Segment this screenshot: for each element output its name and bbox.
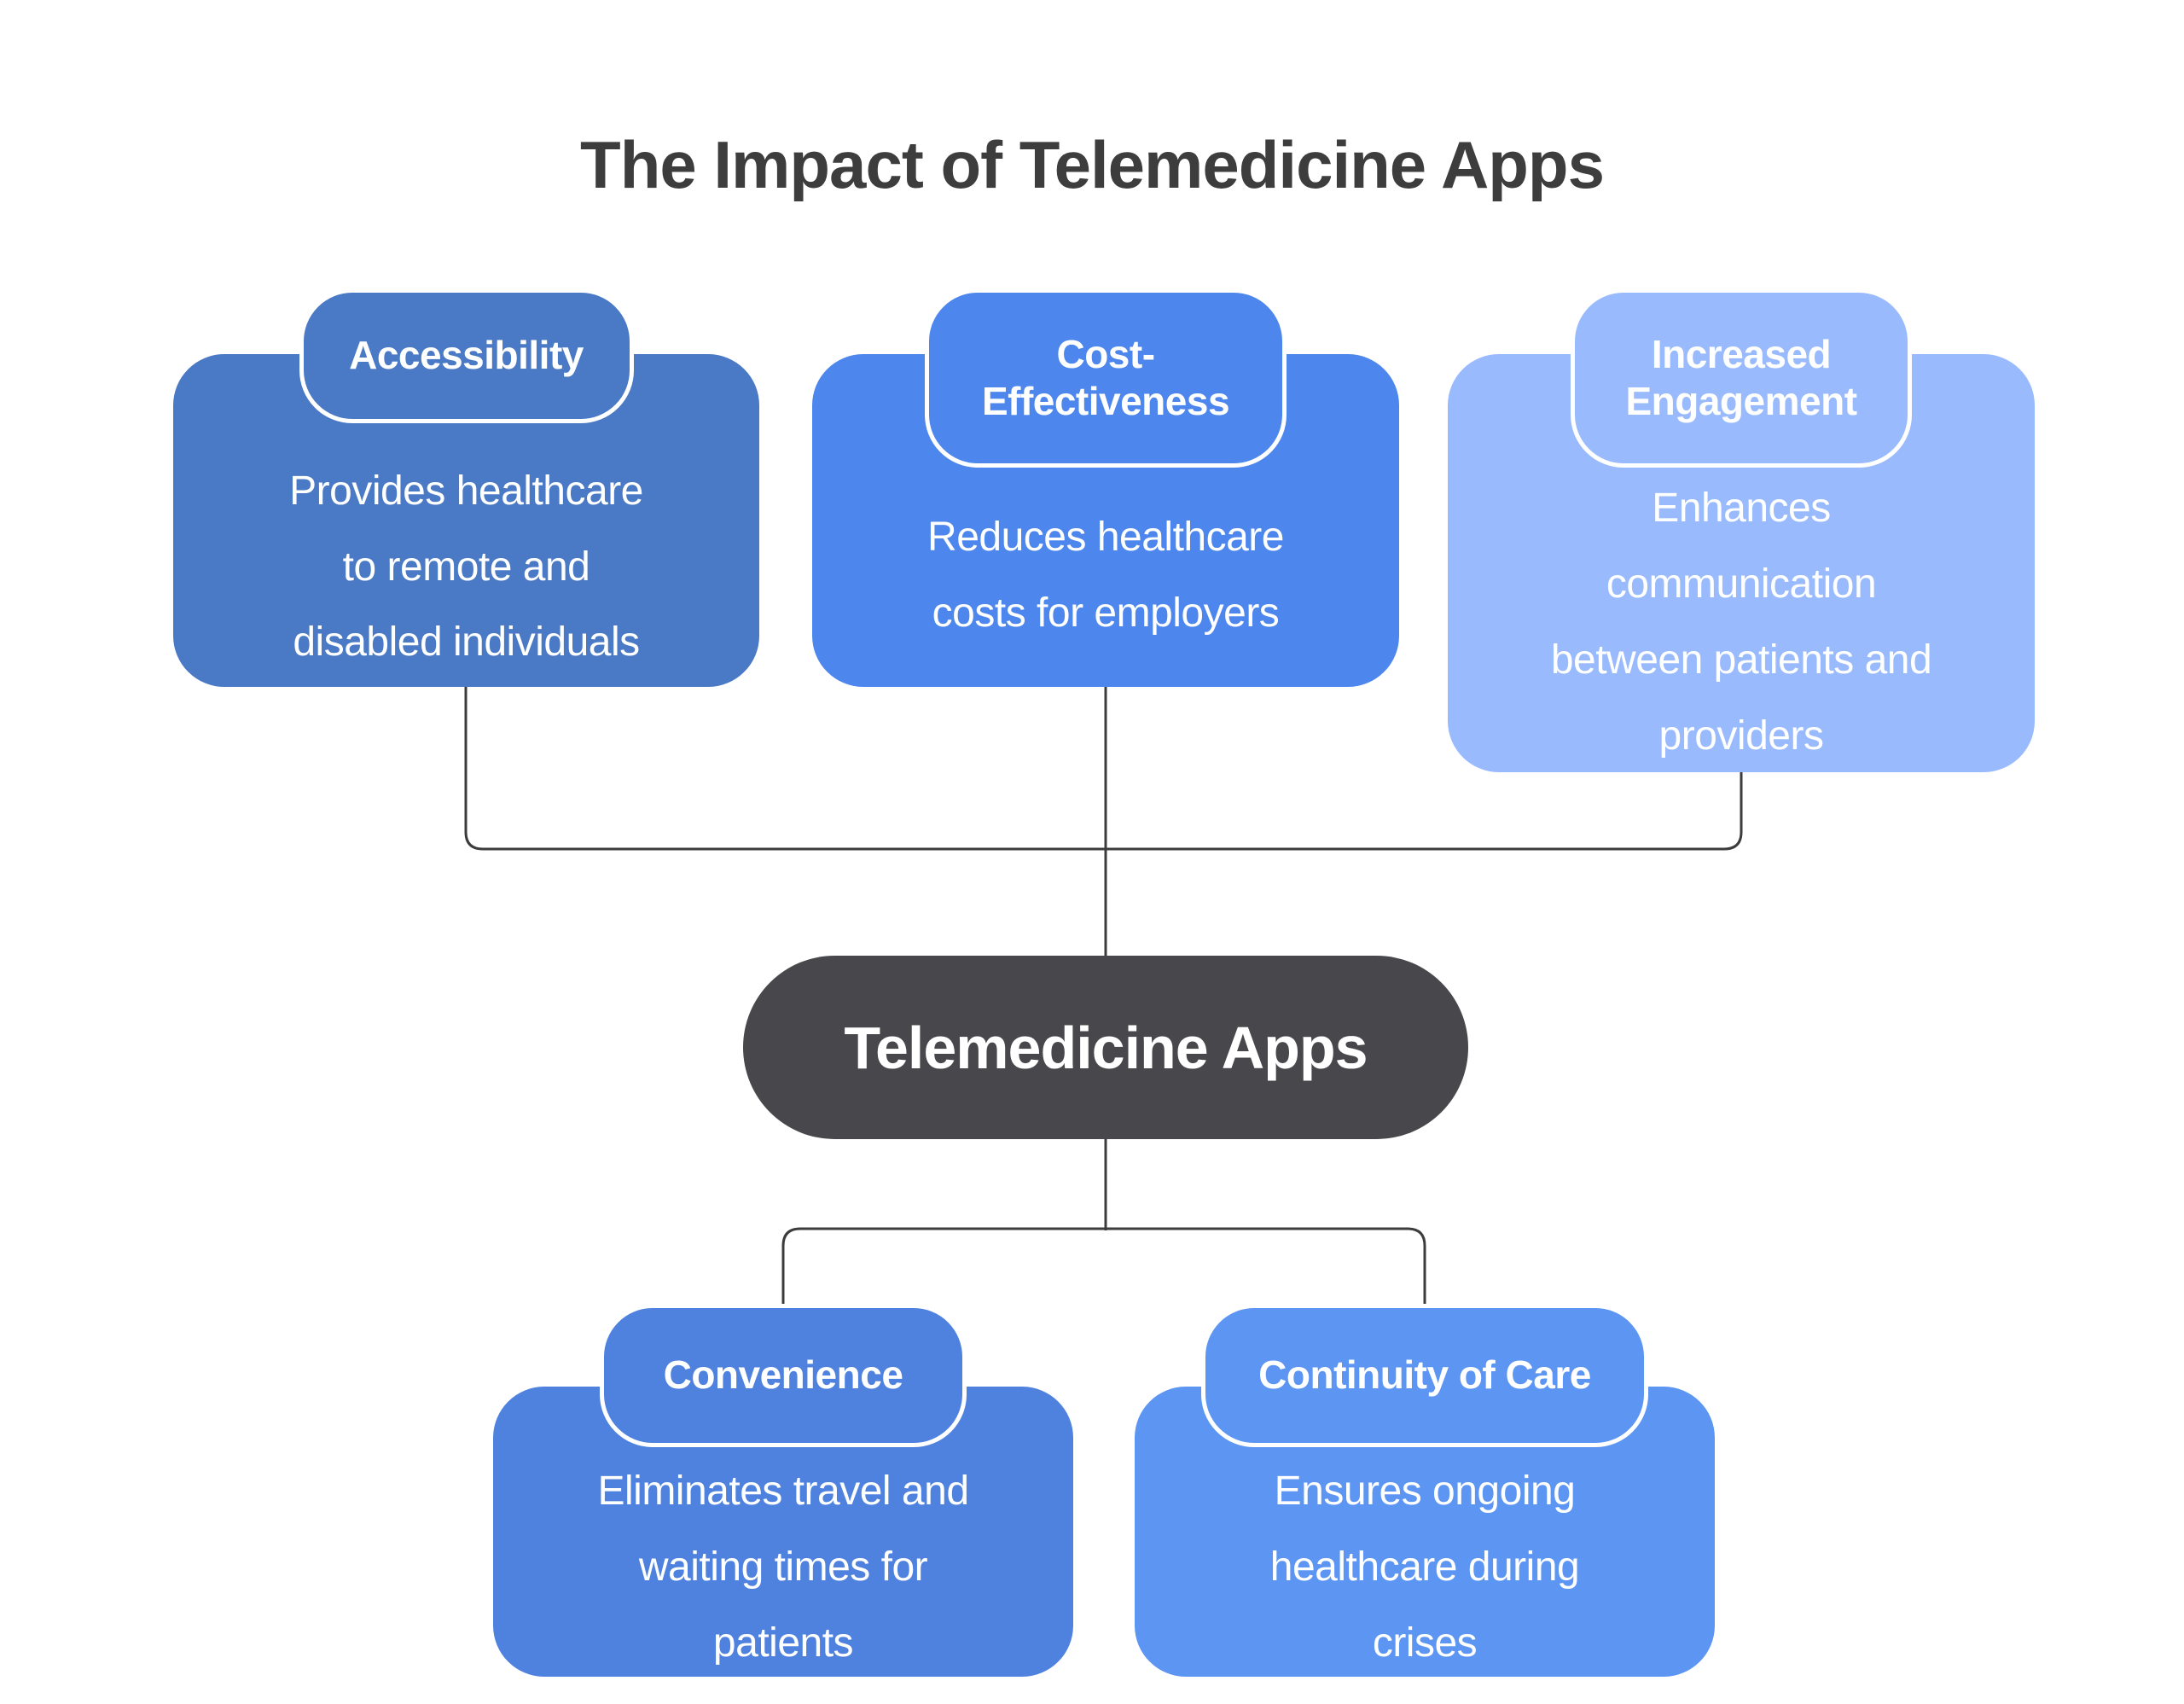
node-cost-effectiveness-description: Reduces healthcare costs for employers [927,515,1284,636]
node-accessibility-label: Accessibility [349,333,584,378]
node-continuity-of-care-description: Ensures ongoing healthcare during crises [1269,1468,1580,1666]
node-increased-engagement-description: Enhances communication between patients … [1550,486,1932,759]
connector-top-tree [464,687,1743,851]
node-continuity-of-care: Continuity of Care Ensures ongoing healt… [1135,1304,1715,1677]
node-cost-effectiveness-header: Cost- Effectiveness [925,288,1287,468]
node-cost-effectiveness-label: Cost- Effectiveness [981,331,1230,423]
node-cost-effectiveness: Cost- Effectiveness Reduces healthcare c… [812,288,1399,687]
node-telemedicine-apps-label: Telemedicine Apps [844,1014,1368,1081]
node-convenience-description: Eliminates travel and waiting times for … [597,1468,969,1666]
node-continuity-of-care-header: Continuity of Care [1201,1304,1648,1447]
connector-bottom-tree [781,1227,1426,1306]
node-convenience: Convenience Eliminates travel and waitin… [493,1304,1073,1677]
node-accessibility-description: Provides healthcare to remote and disabl… [289,468,643,666]
node-increased-engagement-header: Increased Engagement [1571,288,1912,468]
node-convenience-header: Convenience [600,1304,967,1447]
node-accessibility: Accessibility Provides healthcare to rem… [173,288,759,687]
node-convenience-label: Convenience [663,1352,903,1398]
node-increased-engagement: Increased Engagement Enhances communicat… [1448,288,2035,772]
node-continuity-of-care-label: Continuity of Care [1258,1352,1591,1398]
page-title: The Impact of Telemedicine Apps [580,127,1605,202]
node-increased-engagement-label: Increased Engagement [1625,331,1857,423]
node-accessibility-header: Accessibility [299,288,634,423]
node-telemedicine-apps: Telemedicine Apps [743,956,1468,1139]
